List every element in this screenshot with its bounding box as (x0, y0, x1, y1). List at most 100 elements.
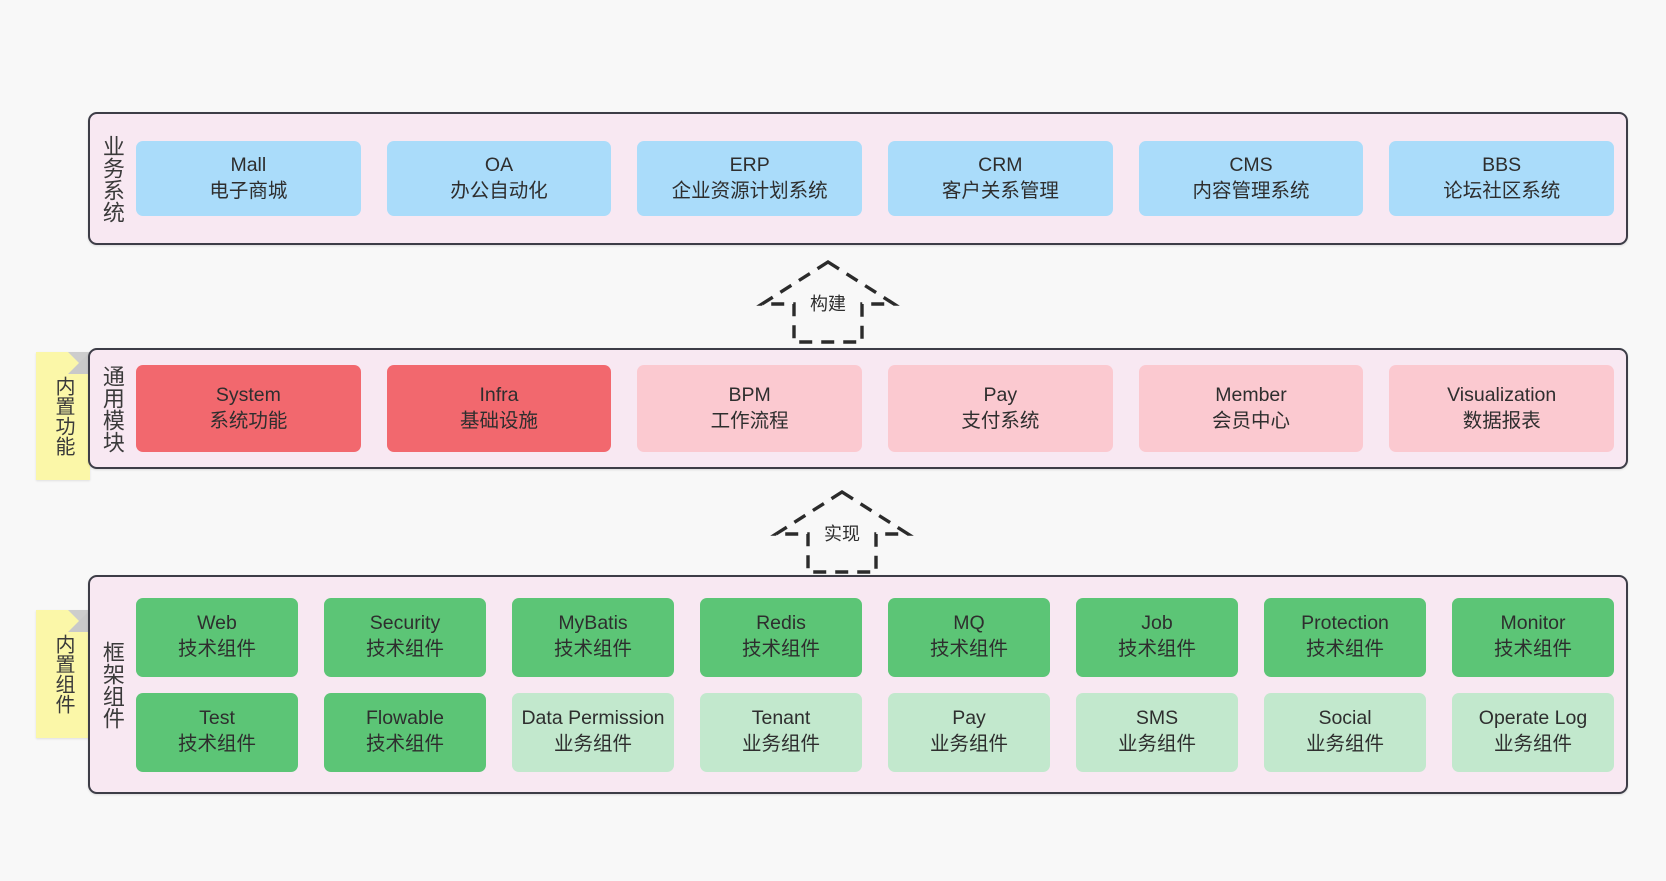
node-subtitle: 技术组件 (1305, 638, 1384, 660)
node-subtitle: 技术组件 (177, 638, 256, 660)
node-visualization[interactable]: Visualization 数据报表 (1389, 365, 1615, 452)
node-subtitle: 技术组件 (365, 638, 444, 660)
node-subtitle: 技术组件 (1117, 638, 1196, 660)
node-subtitle: 内容管理系统 (1192, 179, 1310, 202)
node-title: Infra (479, 383, 519, 406)
node-title: System (215, 383, 281, 406)
node-subtitle: 业务组件 (1305, 733, 1384, 755)
folded-corner-icon (68, 352, 90, 374)
node-subtitle: 系统功能 (209, 409, 288, 432)
node-title: Data Permission (521, 707, 665, 730)
node-title: MyBatis (558, 612, 628, 635)
node-title: BPM (728, 383, 771, 406)
node-title: Social (1318, 707, 1372, 730)
node-subtitle: 技术组件 (1493, 638, 1572, 660)
node-subtitle: 技术组件 (365, 733, 444, 755)
node-title: CMS (1229, 153, 1273, 176)
layer-row: System 系统功能 Infra 基础设施 BPM 工作流程 Pay 支付系统… (136, 365, 1615, 452)
node-subtitle: 客户关系管理 (941, 179, 1059, 202)
node-subtitle: 业务组件 (741, 733, 820, 755)
node-subtitle: 电子商城 (209, 179, 288, 202)
node-title: Member (1215, 383, 1287, 406)
node-title: Tenant (751, 707, 811, 730)
layer-common-modules: 通用模块 System 系统功能 Infra 基础设施 BPM 工作流程 Pay… (88, 348, 1628, 469)
node-title: Operate Log (1478, 707, 1588, 730)
node-subtitle: 技术组件 (177, 733, 256, 755)
layer-row: Mall 电子商城 OA 办公自动化 ERP 企业资源计划系统 CRM 客户关系… (136, 141, 1615, 216)
node-system[interactable]: System 系统功能 (136, 365, 361, 452)
node-subtitle: 业务组件 (929, 733, 1008, 755)
node-subtitle: 论坛社区系统 (1443, 179, 1561, 202)
node-protection[interactable]: Protection 技术组件 (1264, 597, 1426, 677)
node-mybatis[interactable]: MyBatis 技术组件 (512, 597, 674, 677)
node-subtitle: 基础设施 (460, 409, 539, 432)
node-title: Monitor (1500, 612, 1566, 635)
node-title: CRM (978, 153, 1023, 176)
node-cms[interactable]: CMS 内容管理系统 (1138, 141, 1364, 216)
node-redis[interactable]: Redis 技术组件 (700, 597, 862, 677)
node-subtitle: 技术组件 (741, 638, 820, 660)
node-data-permission[interactable]: Data Permission 业务组件 (512, 692, 674, 772)
node-title: OA (484, 153, 514, 176)
node-mall[interactable]: Mall 电子商城 (136, 141, 361, 216)
layer-body-common: System 系统功能 Infra 基础设施 BPM 工作流程 Pay 支付系统… (134, 350, 1626, 467)
node-subtitle: 技术组件 (553, 638, 632, 660)
node-web[interactable]: Web 技术组件 (136, 597, 298, 677)
layer-body-business: Mall 电子商城 OA 办公自动化 ERP 企业资源计划系统 CRM 客户关系… (134, 114, 1626, 243)
node-title: ERP (729, 153, 770, 176)
sticky-note-label: 内置组件 (52, 634, 74, 714)
layer-title-common: 通用模块 (99, 364, 125, 453)
node-bpm[interactable]: BPM 工作流程 (637, 365, 863, 452)
layer-framework-components: 框架组件 Web 技术组件 Security 技术组件 MyBatis 技术组件… (88, 575, 1628, 794)
layer-row: Test 技术组件 Flowable 技术组件 Data Permission … (136, 692, 1614, 772)
node-title: Pay (952, 707, 986, 730)
node-title: Visualization (1447, 383, 1557, 406)
node-title: Test (199, 707, 235, 730)
node-security[interactable]: Security 技术组件 (324, 597, 486, 677)
node-test[interactable]: Test 技术组件 (136, 692, 298, 772)
node-title: Flowable (365, 707, 445, 730)
arrow-label-implement: 实现 (824, 524, 860, 544)
node-infra[interactable]: Infra 基础设施 (386, 365, 612, 452)
folded-corner-icon (68, 610, 90, 632)
node-subtitle: 业务组件 (553, 733, 632, 755)
hollow-arrow-up-icon (756, 259, 900, 344)
node-title: SMS (1135, 707, 1179, 730)
node-pay-component[interactable]: Pay 业务组件 (888, 692, 1050, 772)
node-title: MQ (953, 612, 985, 635)
node-title: Pay (983, 383, 1018, 406)
node-pay[interactable]: Pay 支付系统 (888, 365, 1113, 452)
sticky-note-label: 内置功能 (52, 376, 74, 456)
node-sms[interactable]: SMS 业务组件 (1076, 692, 1238, 772)
node-erp[interactable]: ERP 企业资源计划系统 (637, 141, 863, 216)
node-subtitle: 业务组件 (1493, 733, 1572, 755)
node-bbs[interactable]: BBS 论坛社区系统 (1389, 141, 1615, 216)
node-subtitle: 工作流程 (710, 409, 789, 432)
arrow-label-build: 构建 (810, 294, 846, 314)
node-subtitle: 数据报表 (1462, 409, 1541, 432)
layer-title-framework: 框架组件 (99, 640, 125, 729)
sticky-note-builtin-features: 内置功能 (36, 352, 90, 480)
node-operate-log[interactable]: Operate Log 业务组件 (1452, 692, 1614, 772)
node-social[interactable]: Social 业务组件 (1264, 692, 1426, 772)
node-subtitle: 技术组件 (929, 638, 1008, 660)
node-mq[interactable]: MQ 技术组件 (888, 597, 1050, 677)
node-title: Protection (1301, 612, 1389, 635)
hollow-arrow-up-icon (770, 489, 914, 574)
node-tenant[interactable]: Tenant 业务组件 (700, 692, 862, 772)
node-subtitle: 办公自动化 (450, 179, 548, 202)
layer-row: Web 技术组件 Security 技术组件 MyBatis 技术组件 Redi… (136, 597, 1614, 677)
layer-title-business: 业务系统 (99, 134, 125, 223)
node-monitor[interactable]: Monitor 技术组件 (1452, 597, 1614, 677)
node-job[interactable]: Job 技术组件 (1076, 597, 1238, 677)
layer-business-systems: 业务系统 Mall 电子商城 OA 办公自动化 ERP 企业资源计划系统 CRM… (88, 112, 1628, 245)
node-crm[interactable]: CRM 客户关系管理 (888, 141, 1113, 216)
sticky-note-builtin-components: 内置组件 (36, 610, 90, 738)
node-flowable[interactable]: Flowable 技术组件 (324, 692, 486, 772)
arrow-implement: 实现 (770, 488, 914, 576)
node-member[interactable]: Member 会员中心 (1138, 365, 1364, 452)
node-oa[interactable]: OA 办公自动化 (386, 141, 612, 216)
node-title: Web (197, 612, 237, 635)
node-subtitle: 企业资源计划系统 (671, 179, 828, 202)
node-title: Redis (756, 612, 806, 635)
